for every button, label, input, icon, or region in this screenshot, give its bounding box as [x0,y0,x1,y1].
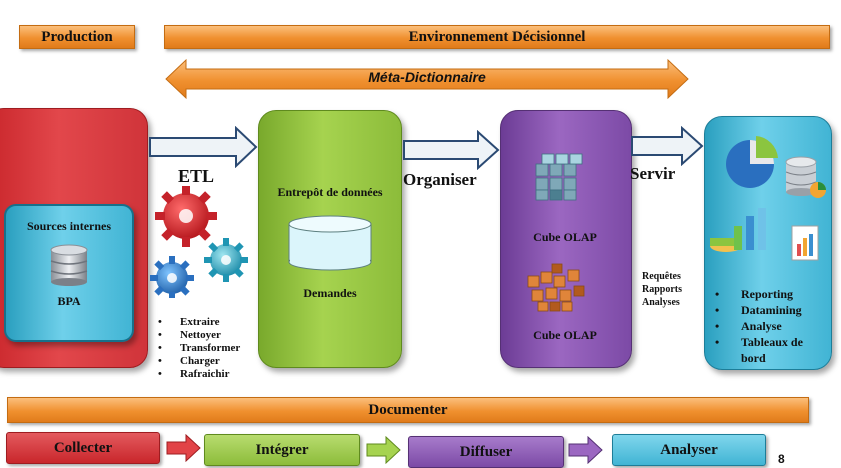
etl-arrow [149,126,258,168]
requetes-block: Requêtes Rapports Analyses [642,270,682,309]
diffuser-step: Diffuser [408,436,564,468]
cube-olap-1-label: Cube OLAP [533,230,597,244]
pie-chart-icon [726,136,778,188]
output-item: Datamining [715,302,829,318]
entrepot-panel: Entrepôt de données Demandes [258,110,402,368]
page-number: 8 [778,452,785,466]
production-banner: Production [19,25,135,49]
cube-olap-2-label: Cube OLAP [533,328,597,342]
sources-internes-title: Sources internes [26,219,112,233]
entrepot-title: Entrepôt de données [277,185,383,199]
requetes-item: Requêtes [642,271,681,282]
flow-arrow-green-icon [366,436,401,464]
flow-arrow-purple-icon [568,436,603,464]
meta-dictionnaire-arrow [165,58,689,100]
flow-arrow-red-icon [166,434,201,462]
bar-chart-icon [710,208,766,252]
etl-step: Transformer [158,342,240,355]
environnement-banner: Environnement Décisionnel [164,25,830,49]
output-item: Tableaux de bord [715,334,829,366]
analyser-step: Analyser [612,434,766,466]
etl-step: Extraire [158,316,240,329]
output-item: Reporting [715,286,829,302]
olap-cube-icon [535,153,583,201]
servir-label: Servir [630,164,676,183]
outputs-list: Reporting Datamining Analyse Tableaux de… [715,286,829,366]
documenter-banner: Documenter [7,397,809,423]
output-item: Analyse [715,318,829,334]
olap-panel [500,110,632,368]
requetes-item: Rapports [642,284,683,295]
warehouse-cylinder-icon [288,215,372,271]
etl-label: ETL [177,166,215,186]
bpa-label: BPA [57,294,81,308]
organiser-arrow [403,130,500,170]
etl-step: Charger [158,355,240,368]
database-icon [50,244,88,286]
diffuser-label: Diffuser [459,443,513,460]
documenter-label: Documenter [368,401,448,418]
requetes-item: Analyses [642,297,680,308]
gears-icon [150,186,248,298]
report-icon [791,225,819,261]
db-chart-icon [785,156,826,198]
etl-step: Nettoyer [158,329,240,342]
integrer-step: Intégrer [204,434,360,466]
organiser-label: Organiser [403,170,477,189]
environnement-label: Environnement Décisionnel [408,28,586,45]
olap-cube-orange-icon [527,263,585,312]
collecter-label: Collecter [53,439,113,456]
etl-steps-list: Extraire Nettoyer Transformer Charger Ra… [158,316,240,381]
collecter-step: Collecter [6,432,160,464]
analyser-label: Analyser [660,441,718,458]
demandes-label: Demandes [303,286,357,300]
integrer-label: Intégrer [255,441,309,458]
servir-arrow [631,126,704,166]
production-label: Production [41,28,113,45]
etl-step: Rafraichir [158,368,240,381]
sources-internes-box: Sources internes BPA [4,204,134,342]
meta-dictionnaire-label: Méta-Dictionnaire [368,69,486,85]
